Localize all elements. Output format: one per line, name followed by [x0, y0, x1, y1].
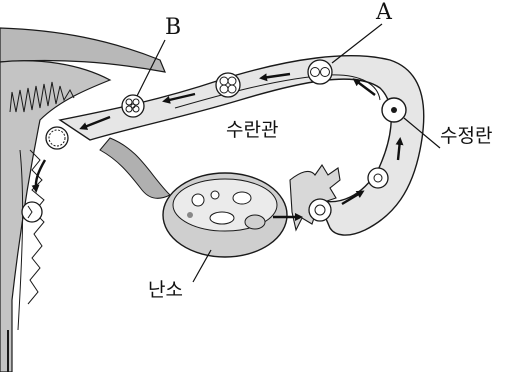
follicle-icon — [210, 212, 234, 224]
egg-cell-icon — [368, 168, 388, 188]
morula-icon — [122, 95, 144, 117]
fertilized-egg-label: 수정란 — [440, 127, 492, 146]
blastocyst-icon — [46, 127, 68, 149]
implanting-embryo-icon — [22, 202, 42, 222]
uterus-wall — [0, 28, 165, 372]
label-a: A — [376, 2, 392, 24]
follicle-icon — [233, 192, 251, 204]
ovarian-ligament — [100, 138, 170, 198]
ovary — [163, 173, 287, 257]
four-cell-embryo-icon — [216, 73, 240, 97]
follicle-icon — [245, 215, 265, 229]
label-b: B — [165, 17, 181, 39]
follicle-icon — [192, 194, 204, 206]
oviduct-label: 수란관 — [226, 121, 278, 140]
two-cell-embryo-icon — [308, 60, 332, 84]
ovary-label: 난소 — [148, 281, 183, 300]
follicle-icon — [211, 191, 219, 199]
egg-cell-icon — [309, 199, 331, 221]
